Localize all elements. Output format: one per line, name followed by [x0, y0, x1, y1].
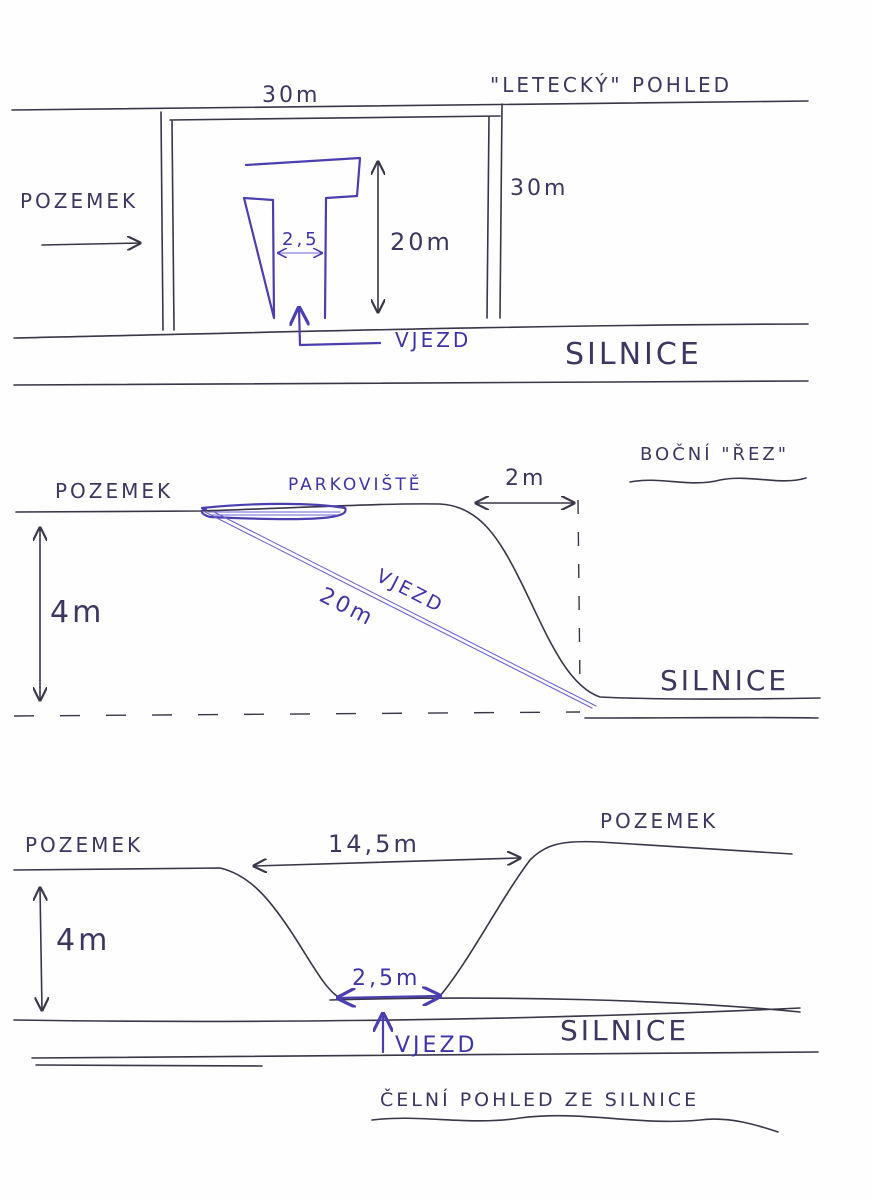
front-plot-right-label: POZEMEK — [600, 809, 718, 833]
plot-right-wall-outer — [499, 103, 503, 319]
front-height-dimension — [40, 888, 42, 1010]
plot-left-wall-outer — [160, 111, 164, 331]
side-offset-label: 2m — [505, 466, 546, 491]
front-view-title: ČELNÍ POHLED ZE SILNICE — [380, 1087, 699, 1111]
ramp-width-label: 2,5 — [282, 229, 320, 250]
top-view: "LETECKÝ" POHLED 30m 30m POZEMEK 2,5 20m… — [11, 73, 809, 386]
plot-right-wall-inner — [486, 116, 490, 319]
ramp-diagonal-1 — [204, 511, 593, 709]
top-view-title: "LETECKÝ" POHLED — [490, 73, 732, 97]
side-vertical-dashed — [577, 499, 581, 691]
top-road-label: SILNICE — [565, 337, 702, 372]
front-title-underline — [371, 1114, 779, 1133]
side-ramp-label: VJEZD — [373, 565, 448, 618]
road-bottom-line — [13, 379, 809, 386]
side-height-label: 4m — [50, 595, 104, 630]
side-view-title: BOČNÍ "ŘEZ" — [640, 443, 789, 465]
front-top-width-dimension — [254, 858, 520, 866]
entry-arrow — [299, 308, 382, 347]
side-ground-profile — [15, 503, 821, 700]
front-view: POZEMEK POZEMEK 14,5m 2,5m 4m VJEZD SILN… — [13, 809, 819, 1133]
ramp-length-label: 20m — [390, 228, 453, 256]
front-road-bottom-line-2 — [35, 1064, 263, 1067]
top-plot-label: POZEMEK — [20, 189, 138, 213]
front-top-width-label: 14,5m — [328, 830, 420, 858]
ramp-outline — [242, 156, 362, 320]
road-top-line — [13, 323, 809, 339]
front-bottom-width-dimension — [338, 996, 440, 998]
front-plot-left-label: POZEMEK — [25, 833, 143, 857]
side-road-label: SILNICE — [660, 664, 789, 697]
top-boundary-line — [11, 100, 809, 111]
front-height-label: 4m — [56, 923, 110, 958]
parking-hatching — [207, 511, 341, 516]
ramp-diagonal-2 — [213, 511, 597, 707]
top-depth-label: 30m — [510, 176, 568, 201]
front-road-bottom-line — [31, 1051, 819, 1059]
plot-left-wall-inner — [171, 120, 175, 331]
plot-arrow — [41, 243, 140, 245]
side-plot-label: POZEMEK — [55, 479, 173, 503]
front-road-label: SILNICE — [560, 1014, 689, 1047]
front-bottom-width-label: 2,5m — [352, 966, 420, 991]
front-road-top-line — [329, 997, 801, 1013]
top-width-label: 30m — [262, 83, 320, 108]
plot-inner-top-line — [169, 115, 501, 121]
side-baseline-dashed — [13, 711, 581, 717]
front-entry-label: VJEZD — [395, 1033, 477, 1058]
top-entry-label: VJEZD — [395, 328, 471, 352]
front-road-middle-line — [13, 1007, 801, 1023]
parking-area — [200, 502, 347, 521]
side-view: BOČNÍ "ŘEZ" POZEMEK PARKOVIŠTĚ 2m 4m VJE… — [13, 443, 821, 719]
parking-label: PARKOVIŠTĚ — [288, 473, 422, 495]
side-title-underline — [629, 477, 807, 484]
